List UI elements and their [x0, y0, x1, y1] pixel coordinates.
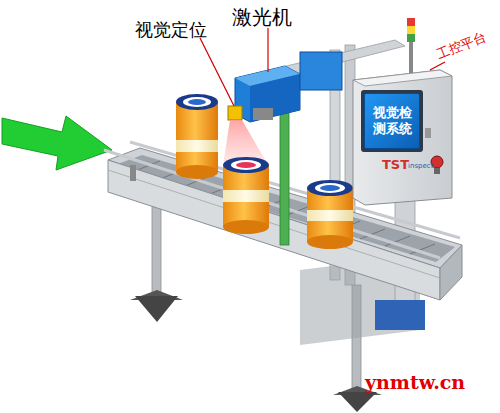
- logo-text: inspect: [408, 163, 433, 171]
- part-label: 视觉定位: [135, 20, 207, 40]
- logo-text: TST: [382, 158, 409, 172]
- screen-text: 视觉检测系统: [370, 105, 414, 138]
- part-label: 工控平台: [435, 30, 489, 63]
- screen-box: 视觉检测系统: [364, 93, 420, 149]
- watermark: ynmtw.cn: [365, 372, 465, 393]
- part-label: 激光机: [232, 6, 292, 28]
